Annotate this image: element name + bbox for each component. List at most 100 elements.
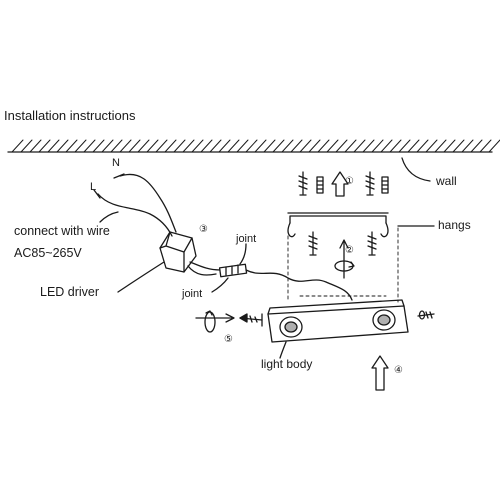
hatch-stroke xyxy=(101,139,114,153)
connect-wire-leader xyxy=(99,211,119,223)
hatch-stroke xyxy=(191,139,204,153)
hatch-stroke xyxy=(461,139,474,153)
screw-left-bracket xyxy=(308,231,318,256)
light-lens-left xyxy=(279,316,303,338)
hatch-stroke xyxy=(398,139,411,153)
hangs-label: hangs xyxy=(438,218,471,232)
side-screw-right xyxy=(417,310,435,320)
hatch-stroke xyxy=(407,139,420,153)
wire-l xyxy=(97,193,173,237)
hatch-stroke xyxy=(209,139,222,153)
driver-leader-line xyxy=(117,261,165,293)
hatch-stroke xyxy=(470,139,483,153)
driver-output-wire-2 xyxy=(187,265,217,276)
joint-top-leader xyxy=(239,243,247,265)
wall-anchor-left xyxy=(316,176,324,194)
hatch-stroke xyxy=(281,139,294,153)
wire-l-tip xyxy=(93,189,101,199)
step-2-marker: ② xyxy=(345,245,354,256)
hatch-stroke xyxy=(326,139,339,153)
hatch-stroke xyxy=(218,139,231,153)
side-screw-left xyxy=(239,313,263,327)
hanging-bracket xyxy=(287,212,389,238)
joint-bottom-leader xyxy=(211,277,229,293)
hatch-stroke xyxy=(299,139,312,153)
hatch-stroke xyxy=(389,139,402,153)
hatch-stroke xyxy=(146,139,159,153)
wall-label: wall xyxy=(436,174,457,188)
step-4-marker: ④ xyxy=(394,365,403,376)
up-arrow-step1 xyxy=(331,171,349,197)
hatch-stroke xyxy=(74,139,87,153)
rotate-arrow-step2 xyxy=(334,239,355,279)
hatch-stroke xyxy=(236,139,249,153)
hatch-stroke xyxy=(164,139,177,153)
driver-output-wire xyxy=(189,261,221,271)
wall-leader-line xyxy=(401,157,431,182)
hatch-stroke xyxy=(263,139,276,153)
wire-n-tip xyxy=(113,173,125,179)
hatch-stroke xyxy=(29,139,42,153)
screw-left-top xyxy=(298,171,308,196)
wire-n xyxy=(119,173,177,233)
light-body-housing xyxy=(267,299,409,343)
hatch-stroke xyxy=(200,139,213,153)
hatch-stroke xyxy=(254,139,267,153)
hatch-stroke xyxy=(110,139,123,153)
screw-right-top xyxy=(365,171,375,196)
hatch-stroke xyxy=(272,139,285,153)
hatch-stroke xyxy=(362,139,375,153)
hatch-stroke xyxy=(83,139,96,153)
wall-anchor-right xyxy=(381,176,389,194)
diagram-title: Installation instructions xyxy=(4,108,136,123)
hatch-stroke xyxy=(56,139,69,153)
voltage-label: AC85~265V xyxy=(14,246,82,260)
hatch-stroke xyxy=(344,139,357,153)
hatch-stroke xyxy=(47,139,60,153)
hatch-stroke xyxy=(371,139,384,153)
hatch-stroke xyxy=(11,139,24,153)
joint-top-label: joint xyxy=(236,233,257,245)
hatch-stroke xyxy=(434,139,447,153)
step-5-marker: ⑤ xyxy=(224,334,233,345)
hatch-stroke xyxy=(227,139,240,153)
joint-connector xyxy=(218,263,248,278)
ceiling-hatch xyxy=(11,139,500,153)
dashed-guides xyxy=(287,227,399,303)
screw-right-bracket xyxy=(367,231,377,256)
hatch-stroke xyxy=(335,139,348,153)
light-lens-right xyxy=(372,309,396,331)
neutral-wire-label: N xyxy=(112,157,120,169)
hatch-stroke xyxy=(137,139,150,153)
hatch-stroke xyxy=(353,139,366,153)
led-driver-box xyxy=(159,231,197,273)
hatch-stroke xyxy=(452,139,465,153)
hatch-stroke xyxy=(92,139,105,153)
step-3-marker: ③ xyxy=(199,224,208,235)
hatch-stroke xyxy=(182,139,195,153)
up-arrow-step4 xyxy=(371,355,389,391)
hatch-stroke xyxy=(38,139,51,153)
hatch-stroke xyxy=(488,139,500,153)
hatch-stroke xyxy=(380,139,393,153)
hatch-stroke xyxy=(65,139,78,153)
hatch-stroke xyxy=(425,139,438,153)
hatch-stroke xyxy=(155,139,168,153)
light-body-leader xyxy=(279,341,287,359)
led-driver-label: LED driver xyxy=(40,285,100,299)
joint-bottom-label: joint xyxy=(182,288,203,300)
hatch-stroke xyxy=(479,139,492,153)
hatch-stroke xyxy=(119,139,132,153)
live-wire-label: L xyxy=(90,181,97,193)
hatch-stroke xyxy=(317,139,330,153)
body-wire xyxy=(245,269,353,301)
light-body-label: light body xyxy=(261,357,313,371)
rotate-arrow-step5 xyxy=(195,310,235,333)
hatch-stroke xyxy=(416,139,429,153)
hatch-stroke xyxy=(128,139,141,153)
hatch-stroke xyxy=(290,139,303,153)
hatch-stroke xyxy=(20,139,33,153)
step-1-marker: ① xyxy=(345,176,354,187)
connect-with-wire-label: connect with wire xyxy=(14,224,110,238)
